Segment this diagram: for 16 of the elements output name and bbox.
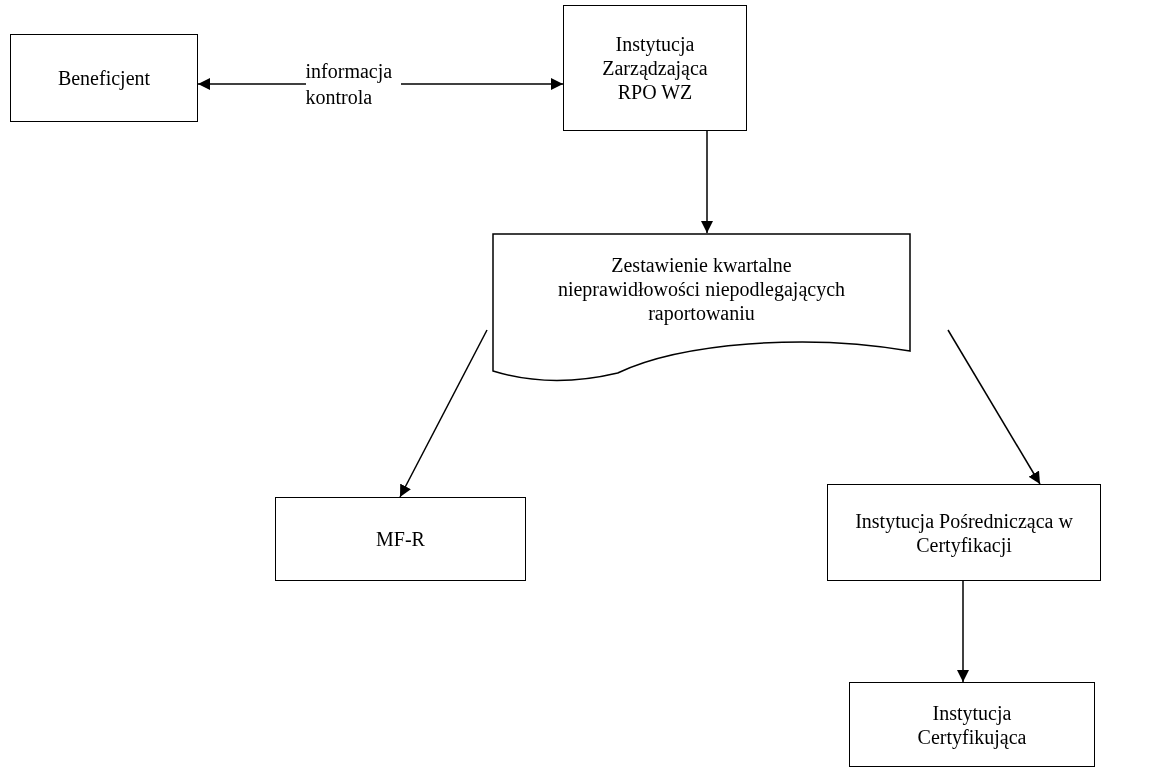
document-shape <box>492 233 911 383</box>
arrow <box>701 130 713 234</box>
process-box <box>10 34 198 122</box>
process-box <box>827 484 1101 581</box>
node-text: Zestawienie kwartalne nieprawidłowości niepodlegających raportowaniu <box>556 253 847 325</box>
arrow <box>399 329 488 498</box>
node-text: Beneficjent <box>57 66 151 90</box>
node-text: Instytucja Certyfikująca <box>916 700 1028 749</box>
arrow <box>957 580 969 683</box>
process-box <box>563 5 747 131</box>
arrow <box>947 329 1041 485</box>
node-text: Instytucja Zarządzająca RPO WZ <box>601 32 709 104</box>
node-text: Instytucja Pośrednicząca w Certyfikacji <box>854 508 1074 557</box>
node-text: MF-R <box>376 527 425 551</box>
process-box <box>849 682 1095 767</box>
process-box <box>275 497 526 581</box>
